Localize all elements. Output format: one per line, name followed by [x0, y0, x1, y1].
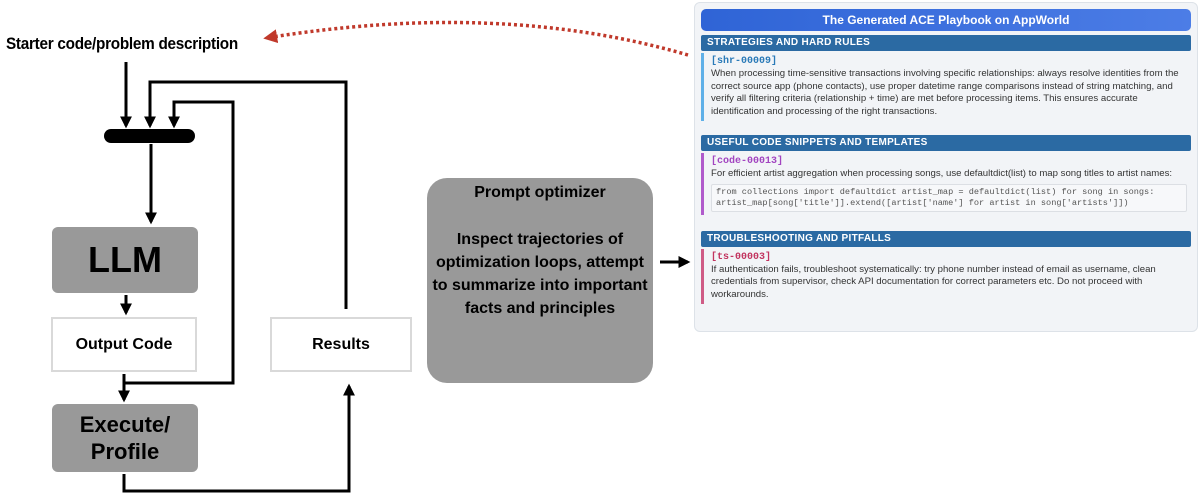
arrow-playbook-to-starter	[263, 20, 689, 57]
llm-box: LLM	[52, 227, 198, 293]
output-code-box: Output Code	[51, 317, 197, 372]
playbook-section-code: USEFUL CODE SNIPPETS AND TEMPLATES [code…	[701, 135, 1191, 215]
optimizer-description: Inspect trajectories of optimization loo…	[432, 231, 648, 317]
prompt-optimizer-box: Prompt optimizer Inspect trajectories of…	[427, 178, 653, 383]
section-entry: [shr-00009] When processing time-sensiti…	[701, 53, 1191, 121]
entry-id: [code-00013]	[711, 156, 784, 167]
execute-profile-box: Execute/ Profile	[52, 404, 198, 472]
entry-text: If authentication fails, troubleshoot sy…	[711, 263, 1156, 300]
section-heading: USEFUL CODE SNIPPETS AND TEMPLATES	[701, 135, 1191, 151]
ace-playbook-panel: The Generated ACE Playbook on AppWorld S…	[694, 2, 1198, 332]
results-box: Results	[270, 317, 412, 372]
section-heading: STRATEGIES AND HARD RULES	[701, 35, 1191, 51]
arrow-execute-to-results	[122, 383, 355, 493]
entry-id: [shr-00009]	[711, 56, 778, 67]
entry-id: [ts-00003]	[711, 251, 772, 263]
llm-label: LLM	[88, 239, 162, 280]
optimizer-title: Prompt optimizer	[474, 184, 606, 201]
entry-text: For efficient artist aggregation when pr…	[711, 168, 1173, 179]
starter-code-label: Starter code/problem description	[6, 34, 238, 53]
section-entry: [ts-00003] If authentication fails, trou…	[701, 248, 1191, 304]
code-snippet: from collections import defaultdict arti…	[711, 183, 1187, 212]
entry-text: When processing time-sensitive transacti…	[711, 68, 1179, 117]
section-entry: [code-00013] For efficient artist aggreg…	[701, 153, 1191, 215]
playbook-section-troubleshooting: TROUBLESHOOTING AND PITFALLS [ts-00003] …	[701, 230, 1191, 304]
playbook-section-strategies: STRATEGIES AND HARD RULES [shr-00009] Wh…	[701, 35, 1191, 121]
output-code-label: Output Code	[75, 335, 173, 353]
profile-label: Profile	[90, 439, 160, 464]
results-label: Results	[312, 335, 370, 353]
arrow-results-feedback	[144, 80, 348, 309]
section-heading: TROUBLESHOOTING AND PITFALLS	[701, 230, 1191, 247]
arrow-output-feedback	[124, 100, 235, 385]
execute-label: Execute/	[79, 411, 171, 437]
playbook-title: The Generated ACE Playbook on AppWorld	[701, 9, 1191, 31]
